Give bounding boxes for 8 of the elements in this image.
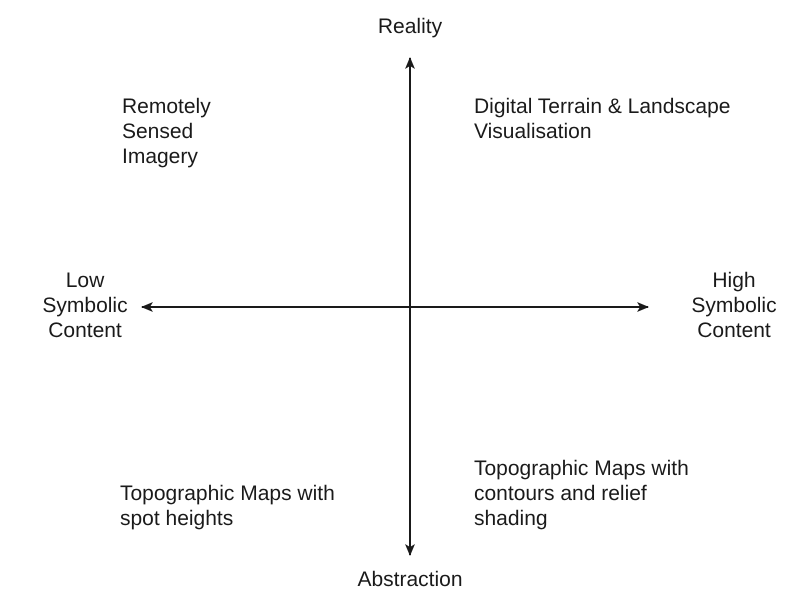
quadrant-label: Digital Terrain & Landscape Visualisation — [474, 94, 732, 144]
quadrant-label: Remotely Sensed Imagery — [122, 94, 212, 169]
axis-label: Low Symbolic Content — [41, 268, 129, 343]
quadrant-label: Topographic Maps with contours and relief shading — [474, 456, 690, 531]
quadrant-label: Topographic Maps with spot heights — [120, 481, 336, 531]
axis-label: Reality — [376, 14, 444, 39]
axis-label: High Symbolic Content — [690, 268, 778, 343]
axis-label: Abstraction — [356, 567, 464, 592]
